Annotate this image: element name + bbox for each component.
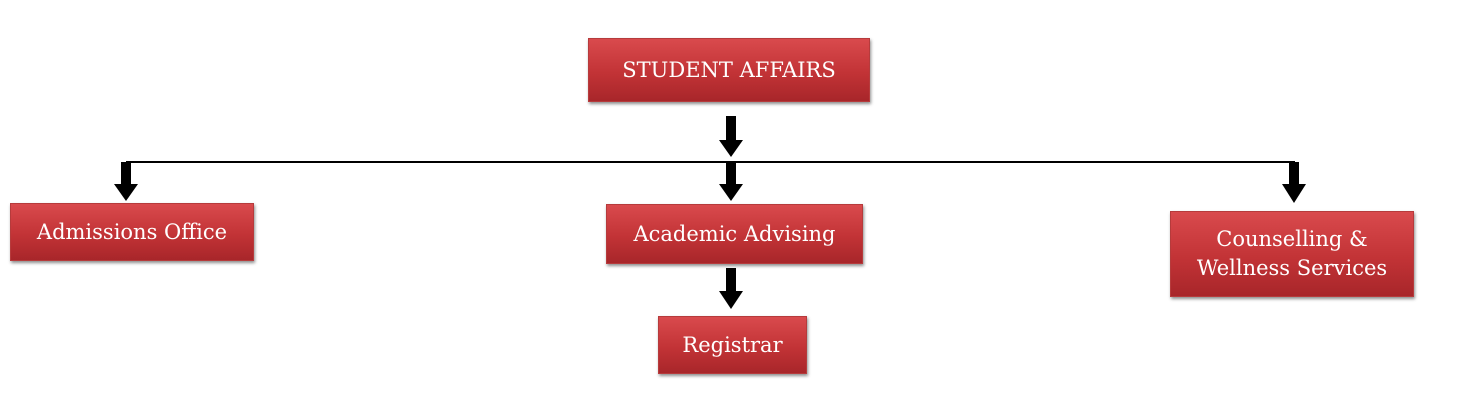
counselling-label-line2: Wellness Services — [1196, 256, 1388, 280]
arrow-down-icon — [114, 162, 138, 201]
arrow-down-icon — [1282, 162, 1306, 203]
counselling-label-line1: Counselling & — [1216, 227, 1368, 251]
student-affairs-box: STUDENT AFFAIRS — [588, 38, 870, 102]
arrow-down-icon — [719, 116, 743, 157]
registrar-box: Registrar — [658, 316, 807, 374]
arrow-down-icon — [719, 162, 743, 201]
admissions-office-box: Admissions Office — [10, 203, 254, 261]
academic-advising-label: Academic Advising — [633, 221, 836, 246]
counselling-wellness-box: Counselling & Wellness Services — [1170, 211, 1414, 297]
registrar-label: Registrar — [682, 332, 783, 357]
student-affairs-label: STUDENT AFFAIRS — [622, 57, 836, 82]
academic-advising-box: Academic Advising — [606, 204, 863, 264]
arrow-down-icon — [719, 268, 743, 309]
admissions-office-label: Admissions Office — [36, 219, 228, 244]
